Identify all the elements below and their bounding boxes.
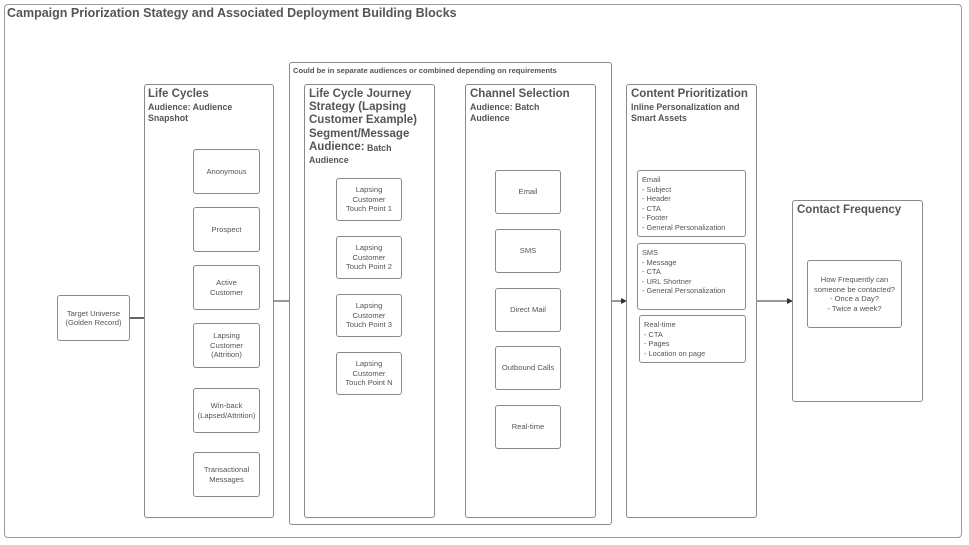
life-cycles-title: Life Cycles bbox=[148, 88, 209, 100]
channel-node-sms: SMS bbox=[495, 229, 561, 273]
channel-node-real-time: Real-time bbox=[495, 405, 561, 449]
life-cycle-node-anonymous: Anonymous bbox=[193, 149, 260, 194]
channel-node-outbound-calls: Outbound Calls bbox=[495, 346, 561, 390]
channel-node-direct-mail: Direct Mail bbox=[495, 288, 561, 332]
content-email-list: Email - Subject - Header - CTA - Footer … bbox=[637, 170, 746, 237]
diagram-title: Campaign Priorization Stategy and Associ… bbox=[7, 6, 457, 20]
content-email-item: - CTA bbox=[642, 203, 661, 213]
channel-node-email: Email bbox=[495, 170, 561, 214]
audience-group-note: Could be in separate audiences or combin… bbox=[293, 66, 557, 75]
content-email-item: - Subject bbox=[642, 184, 672, 194]
content-sms-heading: SMS bbox=[642, 248, 659, 257]
content-sms-item: - Message bbox=[642, 257, 677, 267]
journey-subtitle-label: Audience: bbox=[309, 141, 365, 153]
journey-title: Life Cycle Journey Strategy (Lapsing Cus… bbox=[309, 88, 418, 126]
content-sms-item: - General Personalization bbox=[642, 286, 726, 295]
content-sms-list: SMS - Message - CTA - URL Shortner - Gen… bbox=[637, 243, 746, 310]
journey-subtitle-audience: Audience bbox=[309, 155, 349, 165]
channel-subtitle: Audience: Batch Audience bbox=[470, 102, 540, 123]
content-email-item: - General Personalization bbox=[642, 222, 726, 232]
content-realtime-item: - CTA bbox=[644, 329, 663, 339]
content-email-item: - Header bbox=[642, 194, 671, 203]
life-cycle-node-win-back: Win-back(Lapsed/Attrition) bbox=[193, 388, 260, 433]
content-subtitle: Inline Personalization and Smart Assets bbox=[631, 102, 740, 123]
journey-subtitle-batch: Batch bbox=[367, 143, 392, 153]
journey-title-segment: Segment/Message bbox=[309, 128, 410, 140]
content-sms-item: - URL Shortner bbox=[642, 276, 692, 286]
frequency-title: Contact Frequency bbox=[797, 204, 902, 216]
content-email-item: - Footer bbox=[642, 213, 668, 222]
life-cycle-node-prospect: Prospect bbox=[193, 207, 260, 252]
content-realtime-heading: Real-time bbox=[644, 320, 676, 329]
life-cycles-subtitle: Audience: Audience Snapshot bbox=[148, 102, 233, 123]
content-email-heading: Email bbox=[642, 175, 661, 184]
content-realtime-item: - Pages bbox=[644, 339, 670, 348]
content-realtime-item: - Location on page bbox=[644, 348, 706, 358]
content-realtime-list: Real-time - CTA - Pages - Location on pa… bbox=[639, 315, 746, 363]
content-title: Content Prioritization bbox=[631, 88, 748, 100]
target-universe-node: Target Universe(Golden Record) bbox=[57, 295, 130, 341]
content-sms-item: - CTA bbox=[642, 267, 661, 276]
channel-title: Channel Selection bbox=[470, 88, 570, 100]
